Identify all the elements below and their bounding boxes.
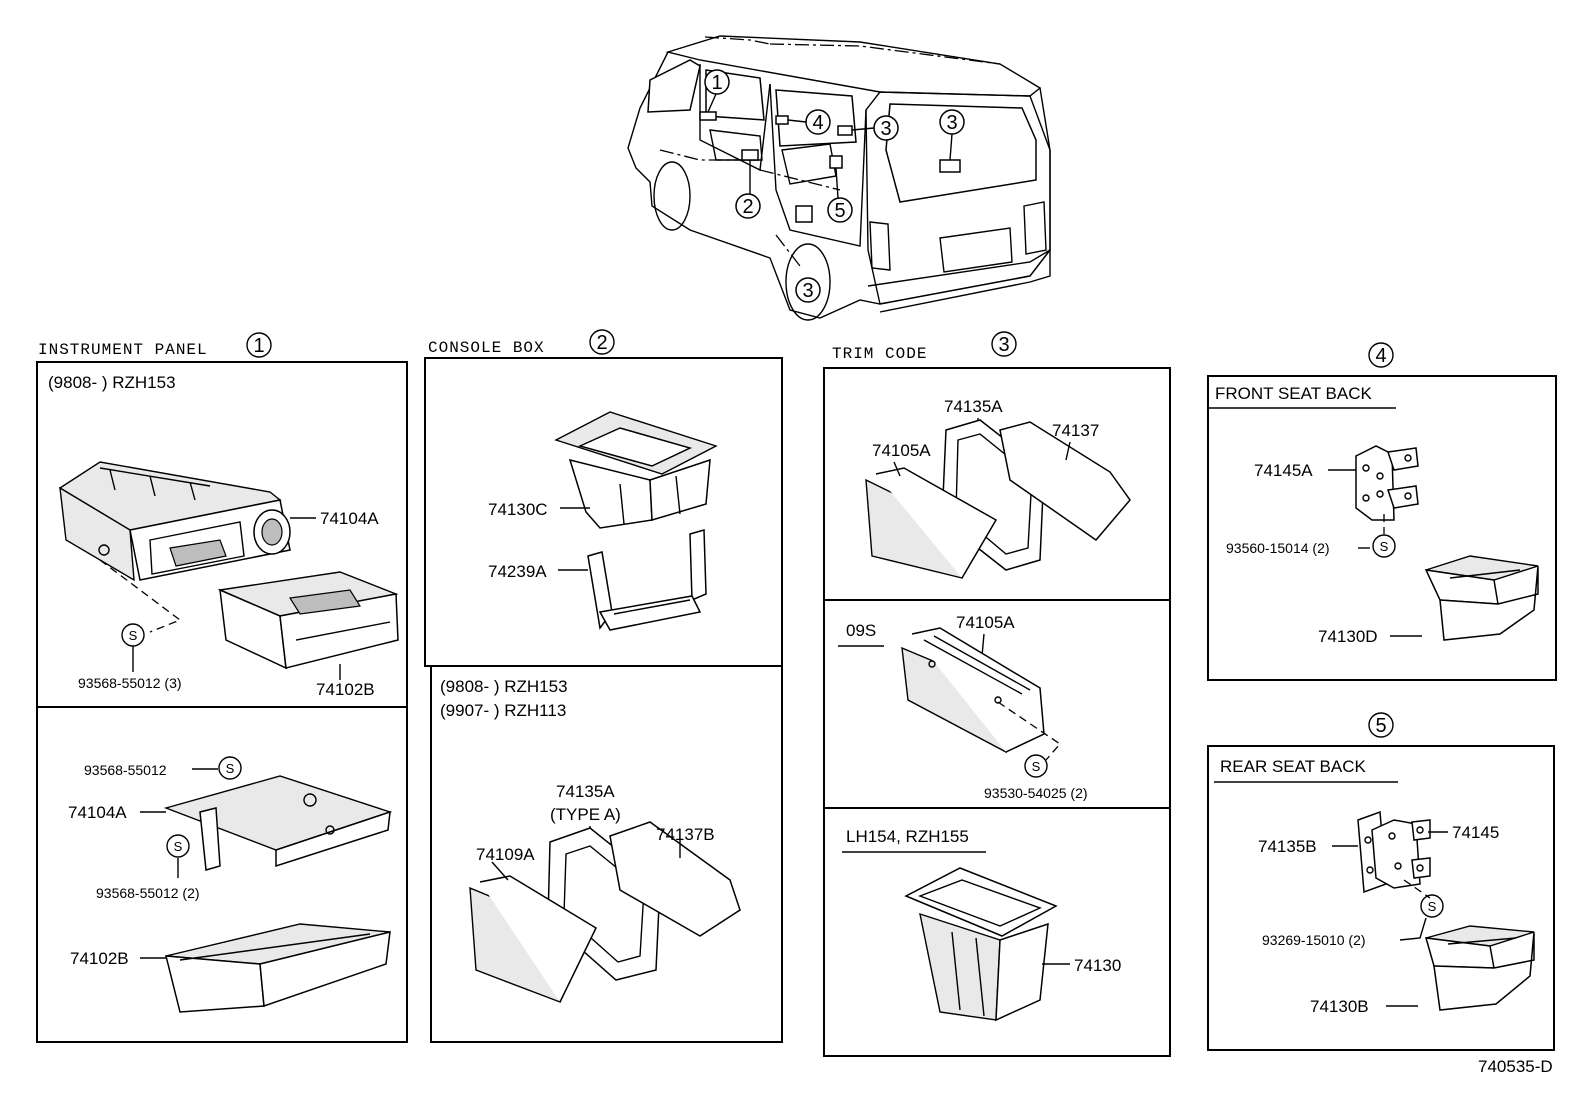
part-74130B-ashtray	[1424, 925, 1535, 1011]
part-74145A-bracket	[1355, 445, 1419, 521]
part-74137B-cover	[609, 821, 741, 937]
section-title-front-seat-back: FRONT SEAT BACK	[1215, 384, 1372, 403]
part-74135B-74145-bracket	[1357, 810, 1431, 894]
van-callout-3a: 3	[851, 115, 899, 141]
part-74130D-ashtray	[1424, 555, 1539, 641]
panel-instrument-lower	[36, 706, 408, 1043]
van-callout-3b: 3	[939, 109, 965, 161]
van-callout-2: 2	[735, 160, 761, 219]
part-74105A-ashtray	[865, 467, 998, 579]
svg-text:74135B: 74135B	[1258, 837, 1317, 856]
trim-code-09s: 09S	[846, 621, 876, 640]
circled-number-2	[589, 329, 615, 355]
section-front-seat-back: 4 FRONT SEAT BACK 74145A S 93560-15014 (…	[1207, 342, 1557, 681]
panel-rear-seat-back	[1207, 745, 1555, 1051]
panel-console-lower	[430, 665, 783, 1043]
part-74105A-09s-ashtray	[901, 627, 1045, 754]
svg-text:74145: 74145	[1452, 823, 1499, 842]
svg-text:S: S	[226, 761, 235, 776]
svg-text:93560-15014 (2): 93560-15014 (2)	[1226, 540, 1330, 556]
svg-text:74239A: 74239A	[488, 562, 547, 581]
van-callout-1: 1	[704, 69, 730, 113]
svg-text:S: S	[129, 628, 138, 643]
range-label: (9808- ) RZH153	[48, 373, 176, 392]
svg-text:74104A: 74104A	[68, 803, 127, 822]
range-label: (9907- ) RZH113	[440, 701, 566, 720]
part-74104A-housing	[58, 461, 291, 582]
svg-text:S: S	[1428, 899, 1437, 914]
svg-text:3: 3	[802, 280, 813, 302]
circled-number-5	[1368, 712, 1394, 738]
svg-text:4: 4	[812, 112, 823, 134]
panel-trim-lower	[823, 807, 1171, 1057]
section-trim-code: TRIM CODE 3 74135A 74137 74105A 09S 7410…	[823, 331, 1171, 1057]
svg-text:74102B: 74102B	[70, 949, 129, 968]
svg-text:2: 2	[596, 332, 607, 354]
section-rear-seat-back: 5 REAR SEAT BACK 74135B 74145 S 93269-15…	[1207, 712, 1555, 1051]
svg-text:74130: 74130	[1074, 956, 1121, 975]
section-title-trim-code: TRIM CODE	[832, 345, 927, 363]
part-74130-ashtray	[904, 867, 1058, 1022]
svg-text:(TYPE A): (TYPE A)	[550, 805, 621, 824]
panel-front-seat-back	[1207, 375, 1557, 681]
svg-text:93269-15010 (2): 93269-15010 (2)	[1262, 932, 1366, 948]
circled-number-1	[246, 332, 272, 358]
svg-text:93568-55012 (2): 93568-55012 (2)	[96, 885, 200, 901]
van-callout-5: 5	[827, 167, 853, 223]
svg-text:74137B: 74137B	[656, 825, 715, 844]
section-instrument-panel: INSTRUMENT PANEL 1 (9808- ) RZH153 74104…	[36, 332, 408, 1043]
van-callout-3c: 3	[795, 277, 821, 303]
part-74104A-bracket	[163, 775, 393, 871]
svg-text:1: 1	[711, 72, 722, 94]
svg-text:5: 5	[1375, 715, 1386, 737]
section-title-instrument-panel: INSTRUMENT PANEL	[38, 341, 208, 359]
svg-text:3: 3	[946, 112, 957, 134]
svg-text:74130C: 74130C	[488, 500, 548, 519]
svg-text:74105A: 74105A	[956, 613, 1015, 632]
svg-text:2: 2	[742, 196, 753, 218]
svg-text:S: S	[1032, 759, 1041, 774]
section-title-console-box: CONSOLE BOX	[428, 339, 545, 357]
part-74239A-bracket	[587, 529, 707, 631]
svg-text:74105A: 74105A	[872, 441, 931, 460]
svg-text:S: S	[1380, 539, 1389, 554]
trim-models: LH154, RZH155	[846, 827, 969, 846]
circled-number-4	[1368, 342, 1394, 368]
svg-text:5: 5	[834, 200, 845, 222]
part-74130C-console-ashtray	[554, 411, 718, 529]
svg-text:3: 3	[880, 118, 891, 140]
svg-text:74102B: 74102B	[316, 680, 375, 699]
svg-text:93530-54025 (2): 93530-54025 (2)	[984, 785, 1088, 801]
svg-text:74109A: 74109A	[476, 845, 535, 864]
section-console-box: CONSOLE BOX 2 74130C 74239A (9808- ) RZH…	[424, 329, 783, 1043]
svg-text:93568-55012 (3): 93568-55012 (3)	[78, 675, 182, 691]
svg-text:74145A: 74145A	[1254, 461, 1313, 480]
svg-text:3: 3	[998, 334, 1009, 356]
svg-text:74104A: 74104A	[320, 509, 379, 528]
svg-text:S: S	[174, 839, 183, 854]
section-title-rear-seat-back: REAR SEAT BACK	[1220, 757, 1366, 776]
svg-text:74130B: 74130B	[1310, 997, 1369, 1016]
van-callout-4: 4	[787, 109, 831, 135]
svg-text:74135A: 74135A	[944, 397, 1003, 416]
svg-text:74135A: 74135A	[556, 782, 615, 801]
svg-text:1: 1	[253, 335, 264, 357]
part-74109A-ashtray	[469, 875, 597, 1004]
diagram-id: 740535-D	[1478, 1057, 1553, 1076]
van-illustration: 1 2 3 3 3 4 5	[627, 35, 1051, 321]
part-74102B-ashtray-upper	[217, 571, 399, 670]
range-label: (9808- ) RZH153	[440, 677, 568, 696]
svg-text:74130D: 74130D	[1318, 627, 1378, 646]
svg-text:4: 4	[1375, 345, 1386, 367]
svg-text:93568-55012: 93568-55012	[84, 762, 167, 778]
part-74137-cover	[999, 421, 1131, 542]
part-74102B-ashtray-lower	[165, 923, 391, 1013]
circled-number-3	[991, 331, 1017, 357]
svg-text:74137: 74137	[1052, 421, 1099, 440]
